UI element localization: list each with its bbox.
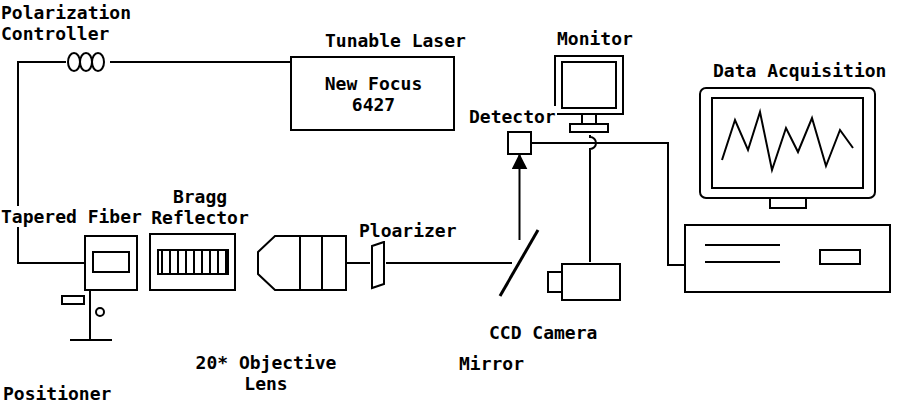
part-name: Tapered Fiber (0, 206, 143, 227)
part-label: Positioner (2, 383, 112, 404)
laser-box: Tunable LaserNew Focus 6427 (290, 56, 455, 131)
controller-coil: Polarization Controller (66, 52, 110, 72)
bragg-reflector (150, 234, 235, 290)
monitor: Monitor (553, 55, 625, 135)
part-name: Mirror (458, 353, 525, 374)
part-name: Polarization Controller (0, 2, 152, 44)
positioner-stand (62, 290, 112, 340)
part-name: 20* Objective Lens (185, 352, 347, 394)
ccd-camera: CCD Camera (548, 262, 622, 302)
part-name: CCD Camera (488, 322, 598, 343)
model-name: New Focus 6427 (313, 73, 435, 115)
part-name: Tunable Laser (324, 30, 467, 51)
coil-symbol (68, 53, 104, 71)
objective-lens: 20* Objective Lens (258, 236, 346, 290)
bragg-reflector: Bragg Reflector (150, 234, 235, 290)
detector-box: Detector (507, 131, 532, 155)
part-name: Monitor (556, 28, 634, 49)
mirror: Mirror (512, 240, 526, 286)
part-name: Data Acquisition (712, 60, 887, 81)
connector-line (386, 262, 512, 264)
connector-line (532, 143, 685, 265)
computer-symbol (685, 88, 890, 292)
data-acquisition: Data Acquisition (685, 88, 890, 293)
connector-line (110, 61, 290, 63)
part-name: Bragg Reflector (144, 186, 256, 228)
camera-symbol (548, 264, 620, 300)
objective-lens (258, 236, 346, 290)
polarizer-plate (372, 242, 384, 288)
part-name: Detector (468, 106, 557, 127)
tapered-fiber: Tapered Fiber (85, 236, 137, 290)
part-name: Ploarizer (358, 220, 458, 241)
connector-line (590, 135, 596, 262)
connector-line (519, 155, 521, 240)
monitor-symbol (555, 56, 623, 132)
connector-line (18, 62, 85, 263)
fiber-holder (85, 236, 137, 290)
connector-line (346, 262, 370, 264)
polarizer: Ploarizer (370, 244, 386, 286)
